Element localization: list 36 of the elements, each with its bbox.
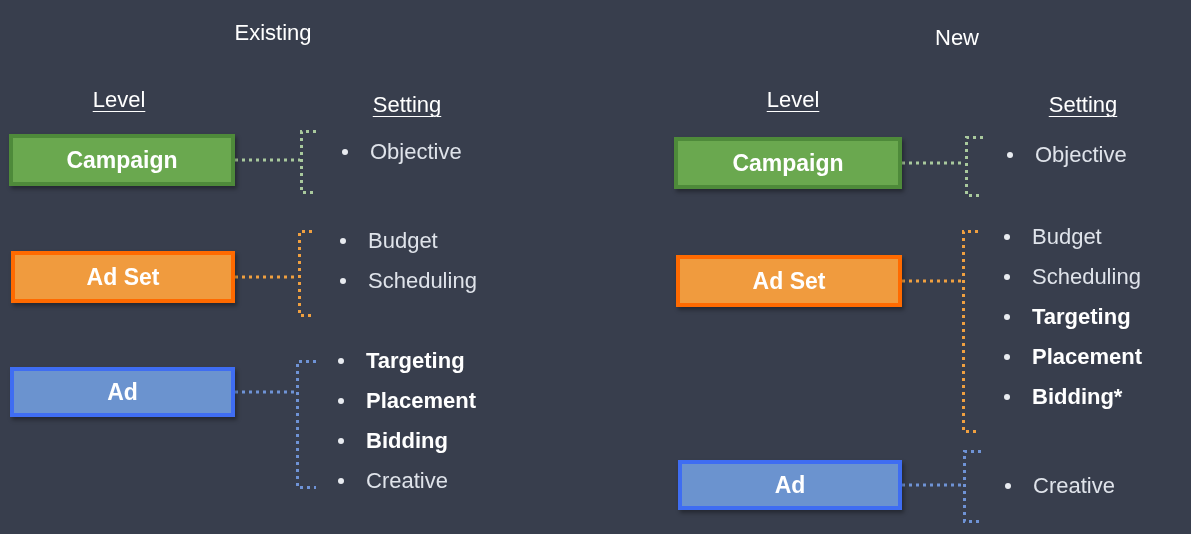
dotted-connector xyxy=(235,390,296,394)
setting-item: Bidding* xyxy=(1032,383,1123,411)
column-heading: Setting xyxy=(1048,91,1118,119)
setting-item: Targeting xyxy=(1032,303,1131,331)
setting-item: Placement xyxy=(1032,343,1143,371)
column-heading: Setting xyxy=(372,91,442,119)
level-box xyxy=(676,255,902,307)
level-name: Ad Set xyxy=(752,267,826,295)
level-name: Campaign xyxy=(732,149,844,177)
dotted-connector xyxy=(902,279,962,283)
setting-item: Scheduling xyxy=(368,267,477,295)
level-box xyxy=(674,137,902,189)
level-name: Ad xyxy=(774,471,806,499)
setting-item: Bidding xyxy=(366,427,448,455)
column-heading: Level xyxy=(92,86,146,114)
setting-item: Budget xyxy=(1032,223,1102,251)
setting-item: Placement xyxy=(366,387,477,415)
dotted-connector xyxy=(235,158,300,162)
setting-item: Objective xyxy=(370,138,462,166)
section-title: New xyxy=(935,24,979,52)
setting-item: Targeting xyxy=(366,347,465,375)
column-heading: Level xyxy=(766,86,820,114)
level-name: Ad xyxy=(107,378,138,406)
section-title: Existing xyxy=(234,19,312,47)
setting-item: Creative xyxy=(1033,472,1115,500)
dotted-connector xyxy=(902,483,963,487)
setting-item: Budget xyxy=(368,227,438,255)
setting-item: Objective xyxy=(1035,141,1127,169)
setting-item: Creative xyxy=(366,467,448,495)
setting-item: Scheduling xyxy=(1032,263,1141,291)
level-name: Ad Set xyxy=(86,263,160,291)
level-box xyxy=(10,367,235,417)
level-box xyxy=(11,251,235,303)
level-box xyxy=(678,460,902,510)
level-box xyxy=(9,134,235,186)
level-name: Campaign xyxy=(66,146,178,174)
